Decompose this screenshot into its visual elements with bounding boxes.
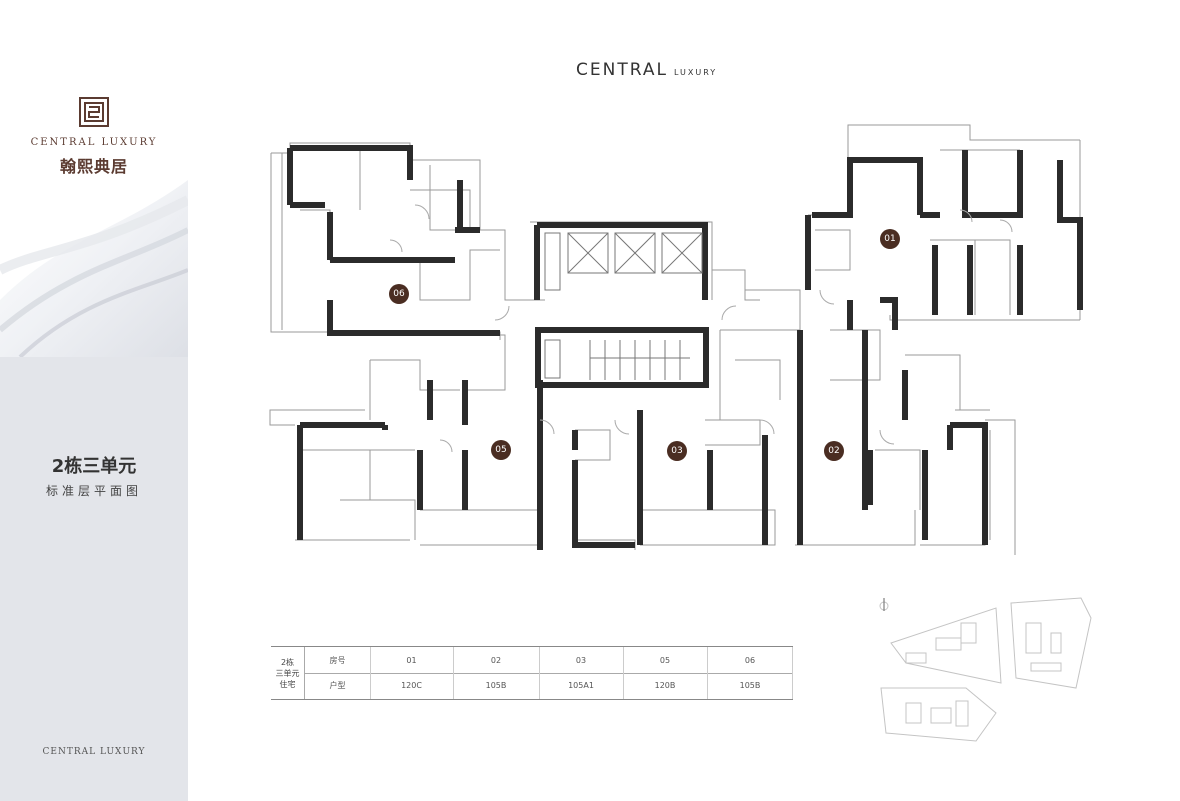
table-divider [453, 647, 454, 699]
unit-badge-06: 06 [389, 284, 409, 304]
table-cell: 06 [744, 655, 756, 665]
unit-subtitle: 标准层平面图 [45, 484, 142, 498]
brand-name-en: CENTRAL LUXURY [30, 137, 158, 148]
table-divider [539, 647, 540, 699]
silk-background [0, 0, 188, 357]
table-row-type: 户型 120C 105B 105A1 120B 105B [305, 673, 793, 698]
title-small: LUXURY [673, 68, 718, 77]
title-main: CENTRAL [576, 60, 668, 80]
unit-badge-01: 01 [880, 229, 900, 249]
table-row-label: 户型 [329, 681, 346, 690]
brand-logo-icon [79, 97, 109, 127]
table-cell: 01 [406, 655, 417, 665]
sidebar: CENTRAL LUXURY 翰熙典居 2栋三单元 标准层平面图 CENTRAL… [0, 0, 188, 801]
page-title: CENTRAL LUXURY [576, 60, 717, 80]
table-cell: 03 [575, 655, 587, 665]
plan-thin-lines [269, 124, 1081, 555]
table-cell: 105B [739, 681, 761, 690]
unit-badge-02: 02 [824, 441, 844, 461]
sidebar-hero: CENTRAL LUXURY 翰熙典居 [0, 0, 188, 357]
door-swings [389, 204, 1013, 453]
table-cell: 05 [659, 655, 671, 665]
unit-title: 2栋三单元 [51, 456, 137, 477]
table-cell: 105A1 [568, 681, 594, 690]
table-cell: 120B [654, 681, 676, 690]
table-cell: 02 [490, 655, 502, 665]
table-cell: 120C [401, 681, 422, 690]
table-row-label: 房号 [329, 655, 346, 665]
table-divider [792, 647, 793, 699]
core-details [544, 232, 703, 380]
site-plan [879, 597, 1092, 742]
unit-badge-03: 03 [667, 441, 687, 461]
brand-name-cn: 翰熙典居 [59, 157, 128, 176]
table-divider [370, 647, 371, 699]
table-divider [707, 647, 708, 699]
plan-walls [287, 145, 1083, 550]
unit-badge-05: 05 [491, 440, 511, 460]
table-row-room: 房号 01 02 03 05 06 [305, 647, 793, 674]
table-cell: 105B [485, 681, 507, 690]
table-divider [623, 647, 624, 699]
unit-table: 2栋 三单元 住宅 房号 01 02 03 05 06 户型 120C 105B… [271, 646, 793, 700]
table-group-label: 2栋 三单元 住宅 [271, 647, 305, 699]
footer-brand: CENTRAL LUXURY [42, 747, 146, 757]
